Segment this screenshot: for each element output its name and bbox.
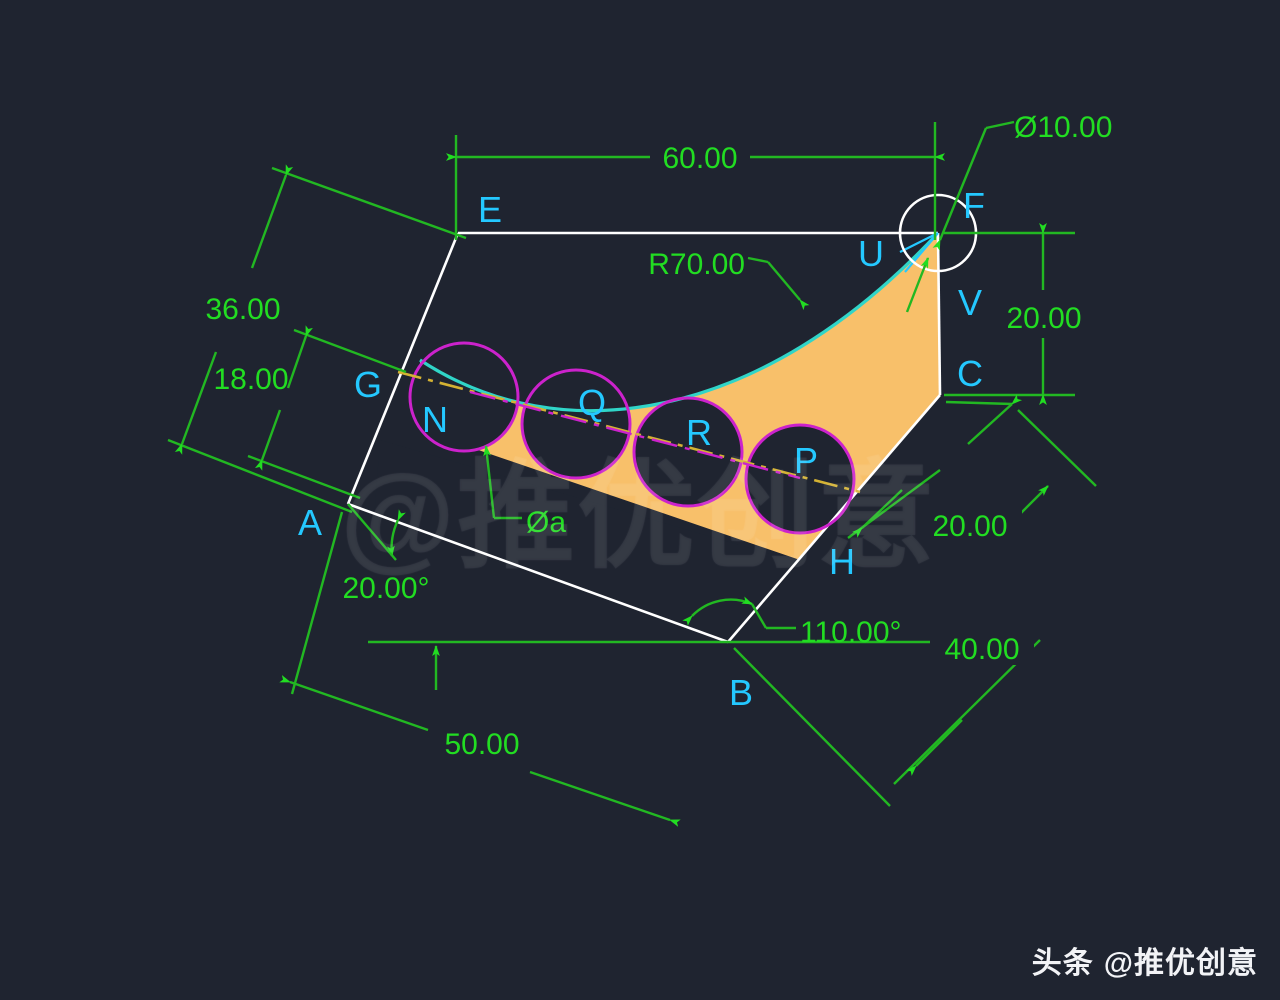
- dim-text-hole-dia-10: Ø10.00: [1014, 111, 1112, 144]
- roller-centerline: [397, 370, 861, 494]
- dim-ext-lines-B: [290, 511, 891, 807]
- dim-left-36: [167, 164, 467, 514]
- roller-circle-P: [744, 423, 856, 535]
- point-label-C: C: [957, 353, 983, 394]
- point-label-F: F: [963, 185, 985, 226]
- dim-text-angle-20: 20.00°: [342, 572, 429, 605]
- dim-hole-leader: [932, 120, 1015, 251]
- point-label-E: E: [478, 189, 502, 230]
- dim-text-right-side-20: 20.00: [932, 510, 1007, 543]
- dim-60: [446, 122, 945, 240]
- dim-angle-110: [682, 596, 796, 630]
- part-outline: [346, 231, 942, 644]
- ext-A2: [247, 454, 361, 500]
- construction-lines-at-F: [899, 232, 939, 273]
- outline-edge-AE: [346, 232, 460, 505]
- dim-R70-leader: [747, 256, 810, 311]
- helper-line-AB: [368, 640, 938, 690]
- dim-right-side-40: [893, 409, 1097, 785]
- dim-left-18: [247, 325, 407, 500]
- dim-text-width-60: 60.00: [662, 142, 737, 175]
- dim-text-bottom-50: 50.00: [444, 728, 519, 761]
- roller-circle-R: [632, 396, 744, 508]
- point-label-G: G: [354, 364, 382, 405]
- point-label-Q: Q: [578, 382, 606, 423]
- corner-watermark: 头条 @推优创意: [1032, 938, 1258, 982]
- dimension-text-group: 60.00 Ø10.00 R70.00 20.00 36.00 18.00 Øa…: [205, 111, 1112, 761]
- dim-right-side-20: [847, 394, 1023, 539]
- point-label-R: R: [686, 412, 712, 453]
- roller-circle-Q: [520, 368, 632, 480]
- roller-circle-N: [408, 341, 520, 453]
- dim-text-arc-radius-70: R70.00: [648, 248, 745, 281]
- roller-circles: [408, 341, 856, 535]
- dim-text-circle-dia-a: Øa: [526, 506, 566, 539]
- point-label-H: H: [829, 541, 855, 582]
- ext-A-down: [290, 511, 344, 695]
- ext-G: [293, 328, 407, 374]
- ext-B-diag: [733, 647, 891, 807]
- corner-watermark-brand: 头条: [1031, 947, 1094, 980]
- dim-roller-dia-leader: [483, 445, 522, 520]
- dim-right-20: [944, 223, 1075, 405]
- point-label-A: A: [298, 502, 322, 543]
- dim-bottom-50: [279, 675, 681, 827]
- ext-upper-36: [271, 166, 467, 240]
- ext-lower-36: [167, 438, 353, 514]
- dim-text-right-side-40: 40.00: [944, 633, 1019, 666]
- point-label-B: B: [729, 672, 753, 713]
- outline-edge-CB: [727, 394, 941, 643]
- dim-text-angle-110: 110.00°: [800, 616, 902, 649]
- point-label-P: P: [794, 440, 818, 481]
- point-label-group: E F U V C G N Q R P A H B: [298, 185, 985, 713]
- ext-40-upper: [1017, 409, 1097, 487]
- dim-text-right-height-20: 20.00: [1006, 302, 1081, 335]
- point-label-N: N: [422, 399, 448, 440]
- dim-angle-20: [347, 503, 406, 561]
- dim-arc-leader-F: [905, 257, 930, 313]
- dim-text-left-offset-18: 18.00: [213, 363, 288, 396]
- ext-C3: [945, 400, 1013, 406]
- point-label-V: V: [958, 282, 982, 323]
- corner-watermark-handle: @推优创意: [1103, 947, 1258, 980]
- outline-edge-BA: [347, 502, 729, 644]
- dim-text-left-total-36: 36.00: [205, 293, 280, 326]
- point-label-U: U: [858, 233, 884, 274]
- outline-edge-FC: [936, 232, 942, 396]
